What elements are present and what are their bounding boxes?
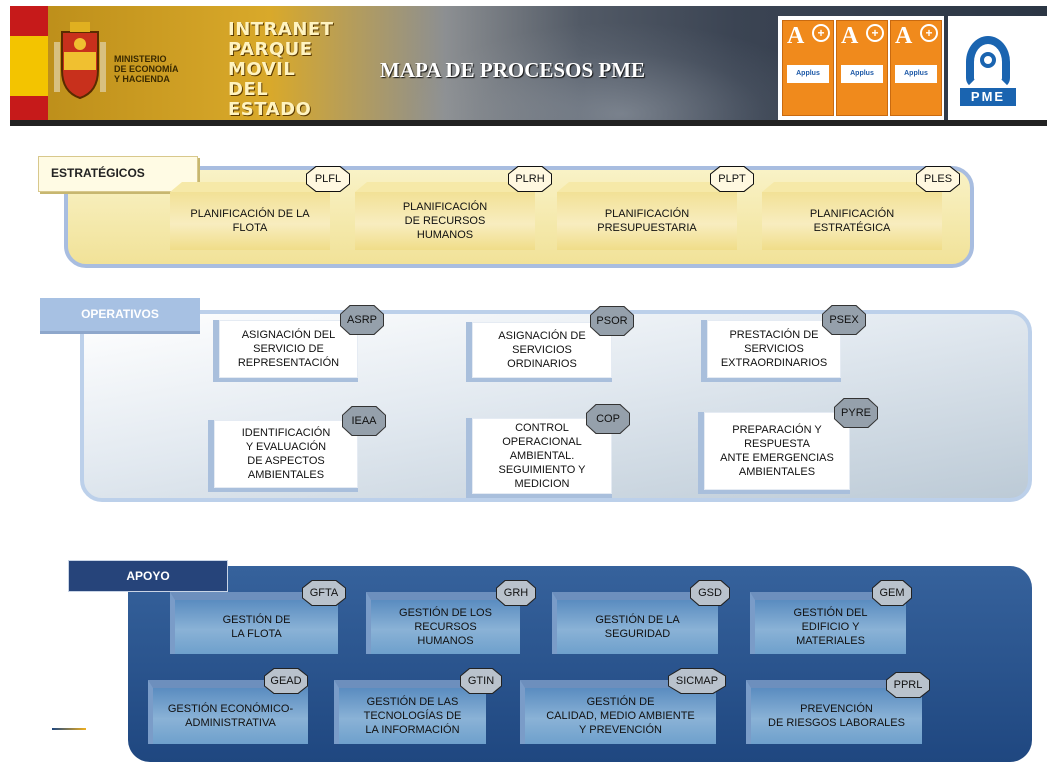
certification-badges: A+ Applus A+ Applus A+ Applus: [778, 16, 944, 124]
process-name: PLANIFICACIÓN DE LA FLOTA: [190, 208, 310, 234]
code-badge-sicmap: SICMAP: [668, 668, 726, 694]
code-badge-gtin: GTIN: [460, 668, 502, 694]
decorative-line: [52, 728, 86, 730]
page-title: MAPA DE PROCESOS PME: [380, 58, 646, 82]
code-badge-gem: GEM: [872, 580, 912, 606]
process-plpt[interactable]: PLANIFICACIÓN PRESUPUESTARIA: [557, 182, 737, 250]
operativos-label: OPERATIVOS: [40, 298, 200, 334]
estrategicos-label: ESTRATÉGICOS: [38, 156, 198, 192]
plus-icon: +: [866, 24, 884, 42]
process-ieaa[interactable]: IDENTIFICACIÓN Y EVALUACIÓN DE ASPECTOS …: [208, 420, 358, 492]
process-name: PLANIFICACIÓN DE RECURSOS HUMANOS: [402, 201, 488, 241]
code-badge-grh: GRH: [496, 580, 536, 606]
process-name: ASIGNACIÓN DEL SERVICIO DE REPRESENTACIÓ…: [237, 329, 340, 369]
code-badge-gsd: GSD: [690, 580, 730, 606]
process-asrp[interactable]: ASIGNACIÓN DEL SERVICIO DE REPRESENTACIÓ…: [213, 320, 358, 382]
process-name: PREPARACIÓN Y RESPUESTA ANTE EMERGENCIAS…: [720, 424, 834, 478]
process-psor[interactable]: ASIGNACIÓN DE SERVICIOS ORDINARIOS: [466, 322, 612, 382]
process-name: GESTIÓN DE LOS RECURSOS HUMANOS: [399, 607, 492, 647]
code-badge-psor: PSOR: [590, 306, 634, 336]
code-badge-psex: PSEX: [822, 305, 866, 335]
process-name: CONTROL OPERACIONAL AMBIENTAL. SEGUIMIEN…: [498, 422, 586, 490]
code-badge-pprl: PPRL: [886, 672, 930, 698]
process-ples[interactable]: PLANIFICACIÓN ESTRATÉGICA: [762, 182, 942, 250]
cert-badge: A+ Applus: [890, 20, 942, 116]
process-gsd[interactable]: GESTIÓN DE LA SEGURIDAD: [552, 592, 718, 654]
process-gtin[interactable]: GESTIÓN DE LAS TECNOLOGÍAS DE LA INFORMA…: [334, 680, 486, 744]
process-name: GESTIÓN DE LA FLOTA: [222, 614, 291, 640]
process-pprl[interactable]: PREVENCIÓN DE RIESGOS LABORALES: [746, 680, 922, 744]
plus-icon: +: [812, 24, 830, 42]
cert-badge: A+ Applus: [782, 20, 834, 116]
code-badge-pyre: PYRE: [834, 398, 878, 428]
process-gem[interactable]: GESTIÓN DEL EDIFICIO Y MATERIALES: [750, 592, 906, 654]
code-badge-plrh: PLRH: [508, 166, 552, 192]
process-cop[interactable]: CONTROL OPERACIONAL AMBIENTAL. SEGUIMIEN…: [466, 418, 612, 498]
building-arch-image: [370, 6, 790, 126]
process-psex[interactable]: PRESTACIÓN DE SERVICIOS EXTRAORDINARIOS: [701, 320, 841, 382]
header-divider: [10, 120, 1047, 126]
process-name: GESTIÓN DEL EDIFICIO Y MATERIALES: [793, 607, 868, 647]
process-name: IDENTIFICACIÓN Y EVALUACIÓN DE ASPECTOS …: [241, 427, 331, 481]
process-name: GESTIÓN ECONÓMICO- ADMINISTRATIVA: [167, 703, 294, 729]
process-grh[interactable]: GESTIÓN DE LOS RECURSOS HUMANOS: [366, 592, 520, 654]
code-badge-gead: GEAD: [264, 668, 308, 694]
apoyo-label: APOYO: [68, 560, 228, 592]
coat-of-arms-icon: [54, 22, 106, 100]
code-badge-plpt: PLPT: [710, 166, 754, 192]
process-name: PLANIFICACIÓN PRESUPUESTARIA: [597, 208, 697, 234]
ministry-name: MINISTERIO DE ECONOMÍA Y HACIENDA: [114, 54, 179, 84]
code-badge-asrp: ASRP: [340, 305, 384, 335]
logo-dot-icon: [980, 52, 996, 68]
process-name: ASIGNACIÓN DE SERVICIOS ORDINARIOS: [498, 330, 586, 370]
code-badge-cop: COP: [586, 404, 630, 434]
pme-logo: PME: [948, 16, 1047, 124]
process-name: PREVENCIÓN DE RIESGOS LABORALES: [768, 703, 905, 729]
header-banner: MINISTERIO DE ECONOMÍA Y HACIENDA INTRAN…: [10, 6, 1047, 126]
logo-ring-icon: [966, 36, 1010, 88]
process-plfl[interactable]: PLANIFICACIÓN DE LA FLOTA: [170, 182, 330, 250]
process-name: GESTIÓN DE LAS TECNOLOGÍAS DE LA INFORMA…: [363, 696, 462, 736]
process-pyre[interactable]: PREPARACIÓN Y RESPUESTA ANTE EMERGENCIAS…: [698, 412, 850, 494]
process-name: GESTIÓN DE LA SEGURIDAD: [595, 614, 680, 640]
intranet-title: INTRANET PARQUE MOVIL DEL ESTADO: [228, 19, 334, 120]
process-plrh[interactable]: PLANIFICACIÓN DE RECURSOS HUMANOS: [355, 182, 535, 250]
spain-flag-strip: [10, 6, 48, 126]
code-badge-ples: PLES: [916, 166, 960, 192]
cert-badge: A+ Applus: [836, 20, 888, 116]
code-badge-ieaa: IEAA: [342, 406, 386, 436]
logo-label: PME: [960, 88, 1016, 106]
process-name: PRESTACIÓN DE SERVICIOS EXTRAORDINARIOS: [720, 329, 828, 369]
process-name: PLANIFICACIÓN ESTRATÉGICA: [809, 208, 895, 234]
code-badge-gfta: GFTA: [302, 580, 346, 606]
code-badge-plfl: PLFL: [306, 166, 350, 192]
process-name: GESTIÓN DE CALIDAD, MEDIO AMBIENTE Y PRE…: [546, 696, 695, 736]
plus-icon: +: [920, 24, 938, 42]
